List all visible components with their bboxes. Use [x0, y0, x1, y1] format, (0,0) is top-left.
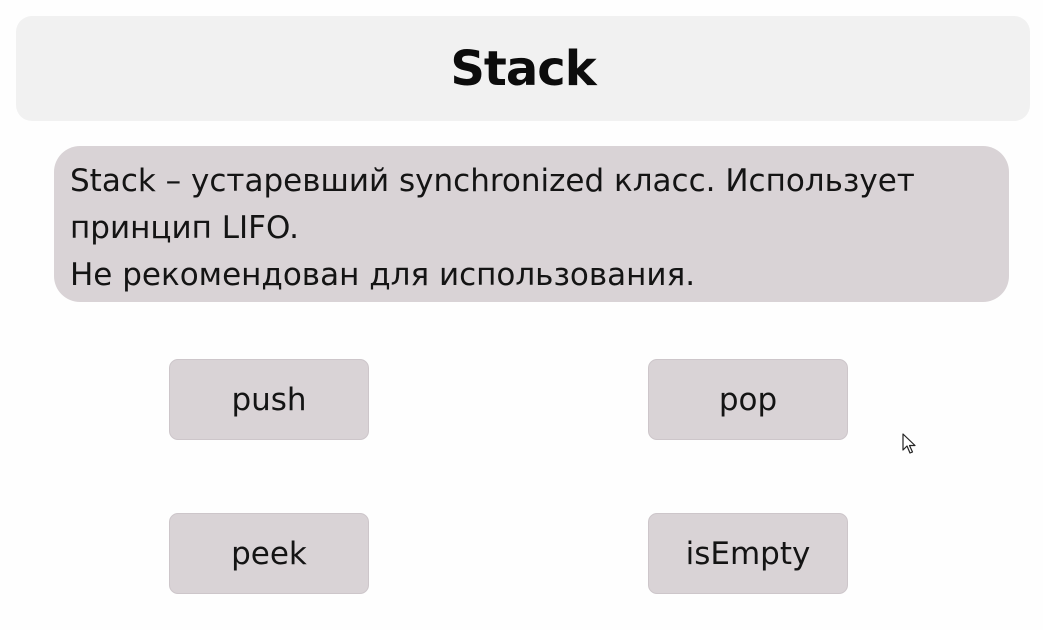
- page-title: Stack: [450, 40, 596, 97]
- peek-button[interactable]: peek: [169, 513, 369, 594]
- is-empty-button[interactable]: isEmpty: [648, 513, 848, 594]
- pop-button[interactable]: pop: [648, 359, 848, 440]
- description-line-3: Не рекомендован для использования.: [70, 257, 696, 293]
- push-button[interactable]: push: [169, 359, 369, 440]
- title-bar: Stack: [16, 16, 1030, 121]
- description-line-1: Stack – устаревший synchronized класс. И…: [70, 163, 915, 199]
- pop-label: pop: [718, 381, 778, 418]
- description-line-2: принцип LIFO.: [70, 210, 299, 246]
- description-box: Stack – устаревший synchronized класс. И…: [54, 146, 1009, 302]
- is-empty-label: isEmpty: [685, 535, 811, 572]
- push-label: push: [231, 381, 307, 418]
- peek-label: peek: [231, 535, 307, 572]
- mouse-pointer-icon: [902, 433, 916, 454]
